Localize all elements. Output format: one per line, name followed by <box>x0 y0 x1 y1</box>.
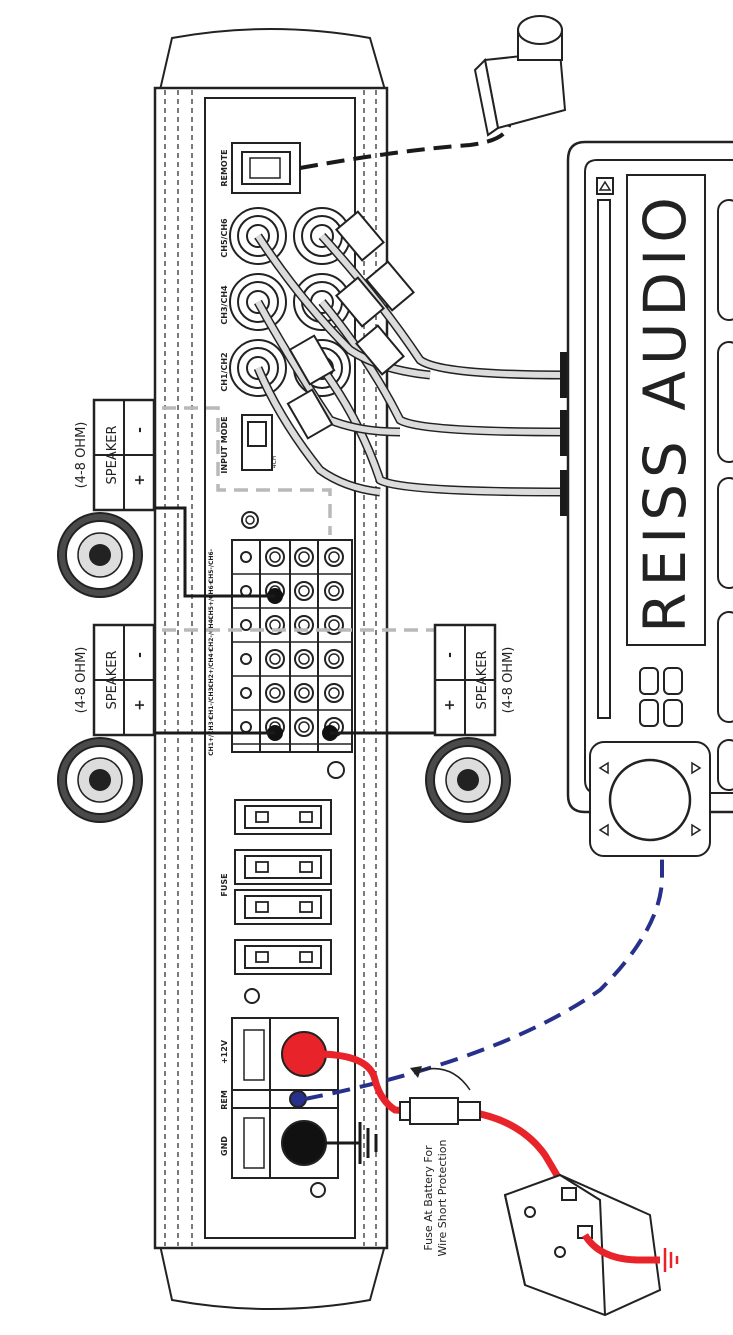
terminal-screw-inner <box>328 619 340 631</box>
power-label-gnd: GND <box>220 1136 229 1156</box>
terminal-label-ch2-ch4-minus: CH2-/CH4- <box>208 616 215 651</box>
terminal-labels: CH5-/CH6- CH5+/CH6+ CH2-/CH4- CH2+/CH4+ … <box>208 548 215 755</box>
terminal-screw-inner <box>298 585 310 597</box>
ground-icon <box>325 1122 378 1164</box>
head-unit-jacks <box>560 352 569 516</box>
terminal-screw <box>240 687 252 699</box>
speaker-2-cone-icon <box>57 737 143 823</box>
terminal-screw <box>324 547 344 567</box>
terminal-screw-inner <box>269 551 281 563</box>
terminal-screw <box>240 551 252 563</box>
fuse-block: FUSE <box>220 799 332 1004</box>
terminal-screw-inner <box>269 653 281 665</box>
terminal-screw-inner <box>328 687 340 699</box>
speaker-3-minus: - <box>442 652 458 658</box>
speaker-terminal-block <box>231 511 353 779</box>
speaker-2-label: SPEAKER <box>105 651 120 710</box>
terminal-label-ch2-ch4-plus: CH2+/CH4+ <box>208 648 215 687</box>
speaker-1: SPEAKER + - (4-8 OHM) <box>57 398 156 598</box>
inline-fuse <box>399 1097 481 1125</box>
terminal-screw <box>240 653 252 665</box>
terminal-screw <box>324 683 344 703</box>
terminal-label-ch5-ch6-minus: CH5-/CH6- <box>208 548 215 583</box>
speaker-1-label: SPEAKER <box>105 426 120 485</box>
fuse-note-line1: Fuse At Battery For <box>422 1145 435 1251</box>
input-mode-switch: INPUT MODE 4CH <box>220 414 278 474</box>
fuse-note-line2: Wire Short Protection <box>436 1140 449 1257</box>
remote-port: REMOTE <box>220 142 301 194</box>
terminal-screw-inner <box>269 687 281 699</box>
fuse-pointer-arrow <box>414 1067 471 1091</box>
speaker-3-plus: + <box>442 699 458 711</box>
terminal-screw-inner <box>298 653 310 665</box>
speaker-2: SPEAKER + - (4-8 OHM) <box>57 623 156 823</box>
remote-knob <box>473 15 567 137</box>
switch-label: 4CH <box>271 456 278 469</box>
input-label-ch3ch4: CH3/CH4 <box>220 285 229 325</box>
speaker-1-minus: - <box>132 427 148 433</box>
nav-pad <box>589 741 711 857</box>
terminal-screw-inner <box>328 585 340 597</box>
remote-turn-on-wire <box>304 812 664 1101</box>
power-label-12v: +12V <box>220 1039 229 1064</box>
terminal-screw <box>240 721 252 733</box>
signal-dash-lines <box>140 406 455 632</box>
remote-label: REMOTE <box>220 149 229 186</box>
speaker-1-cone-icon <box>57 512 143 598</box>
speaker-3-cone-icon <box>425 737 511 823</box>
terminal-label-ch1-ch3-minus: CH1-/CH3- <box>208 684 215 719</box>
power-wire <box>319 1050 421 1116</box>
input-label-ch5ch6: CH5/CH6 <box>220 218 229 258</box>
terminal-screw <box>294 581 314 601</box>
terminal-screw <box>265 547 285 567</box>
power-label-rem: REM <box>220 1090 229 1110</box>
input-mode-label: INPUT MODE <box>220 416 229 473</box>
head-unit: REISS AUDIO <box>566 140 733 857</box>
terminal-12v <box>281 1031 327 1077</box>
head-unit-brand: REISS AUDIO <box>631 191 699 633</box>
terminal-screw <box>324 581 344 601</box>
remote-cable <box>299 119 512 170</box>
terminal-screw <box>265 683 285 703</box>
input-label-ch1ch2: CH1/CH2 <box>220 352 229 391</box>
terminal-screw-inner <box>298 551 310 563</box>
terminal-screw <box>265 649 285 669</box>
terminal-screw <box>294 683 314 703</box>
terminal-screw <box>294 717 314 737</box>
battery-icon <box>503 1173 662 1317</box>
terminal-screw-inner <box>298 721 310 733</box>
speaker-2-plus: + <box>132 699 148 711</box>
rca-cables <box>253 232 566 497</box>
fuse-label: FUSE <box>220 873 229 896</box>
speaker-2-minus: - <box>132 652 148 658</box>
terminal-screw <box>294 547 314 567</box>
rca-plugs <box>286 210 415 440</box>
terminal-label-ch1-ch3-plus: CH1+/CH3+ <box>208 716 215 755</box>
power-terminals: +12V REM GND <box>220 1017 339 1198</box>
speaker-1-ohm: (4-8 OHM) <box>74 422 89 489</box>
terminal-screw-inner <box>328 551 340 563</box>
terminal-screw-inner <box>328 653 340 665</box>
terminal-screw <box>324 649 344 669</box>
terminal-screw <box>240 619 252 631</box>
speaker-3-label: SPEAKER <box>475 651 490 710</box>
terminal-screw <box>294 649 314 669</box>
speaker-2-ohm: (4-8 OHM) <box>74 647 89 714</box>
terminal-rem <box>289 1090 307 1108</box>
speaker-1-plus: + <box>132 474 148 486</box>
terminal-label-ch5-ch6-plus: CH5+/CH6+ <box>208 580 215 619</box>
terminal-gnd <box>281 1120 327 1166</box>
terminal-screw-inner <box>298 687 310 699</box>
battery-ground-wire <box>581 1233 660 1264</box>
speaker-3: SPEAKER + - (4-8 OHM) <box>425 623 516 823</box>
battery-ground-icon <box>663 1248 679 1272</box>
speaker-3-ohm: (4-8 OHM) <box>501 647 516 714</box>
